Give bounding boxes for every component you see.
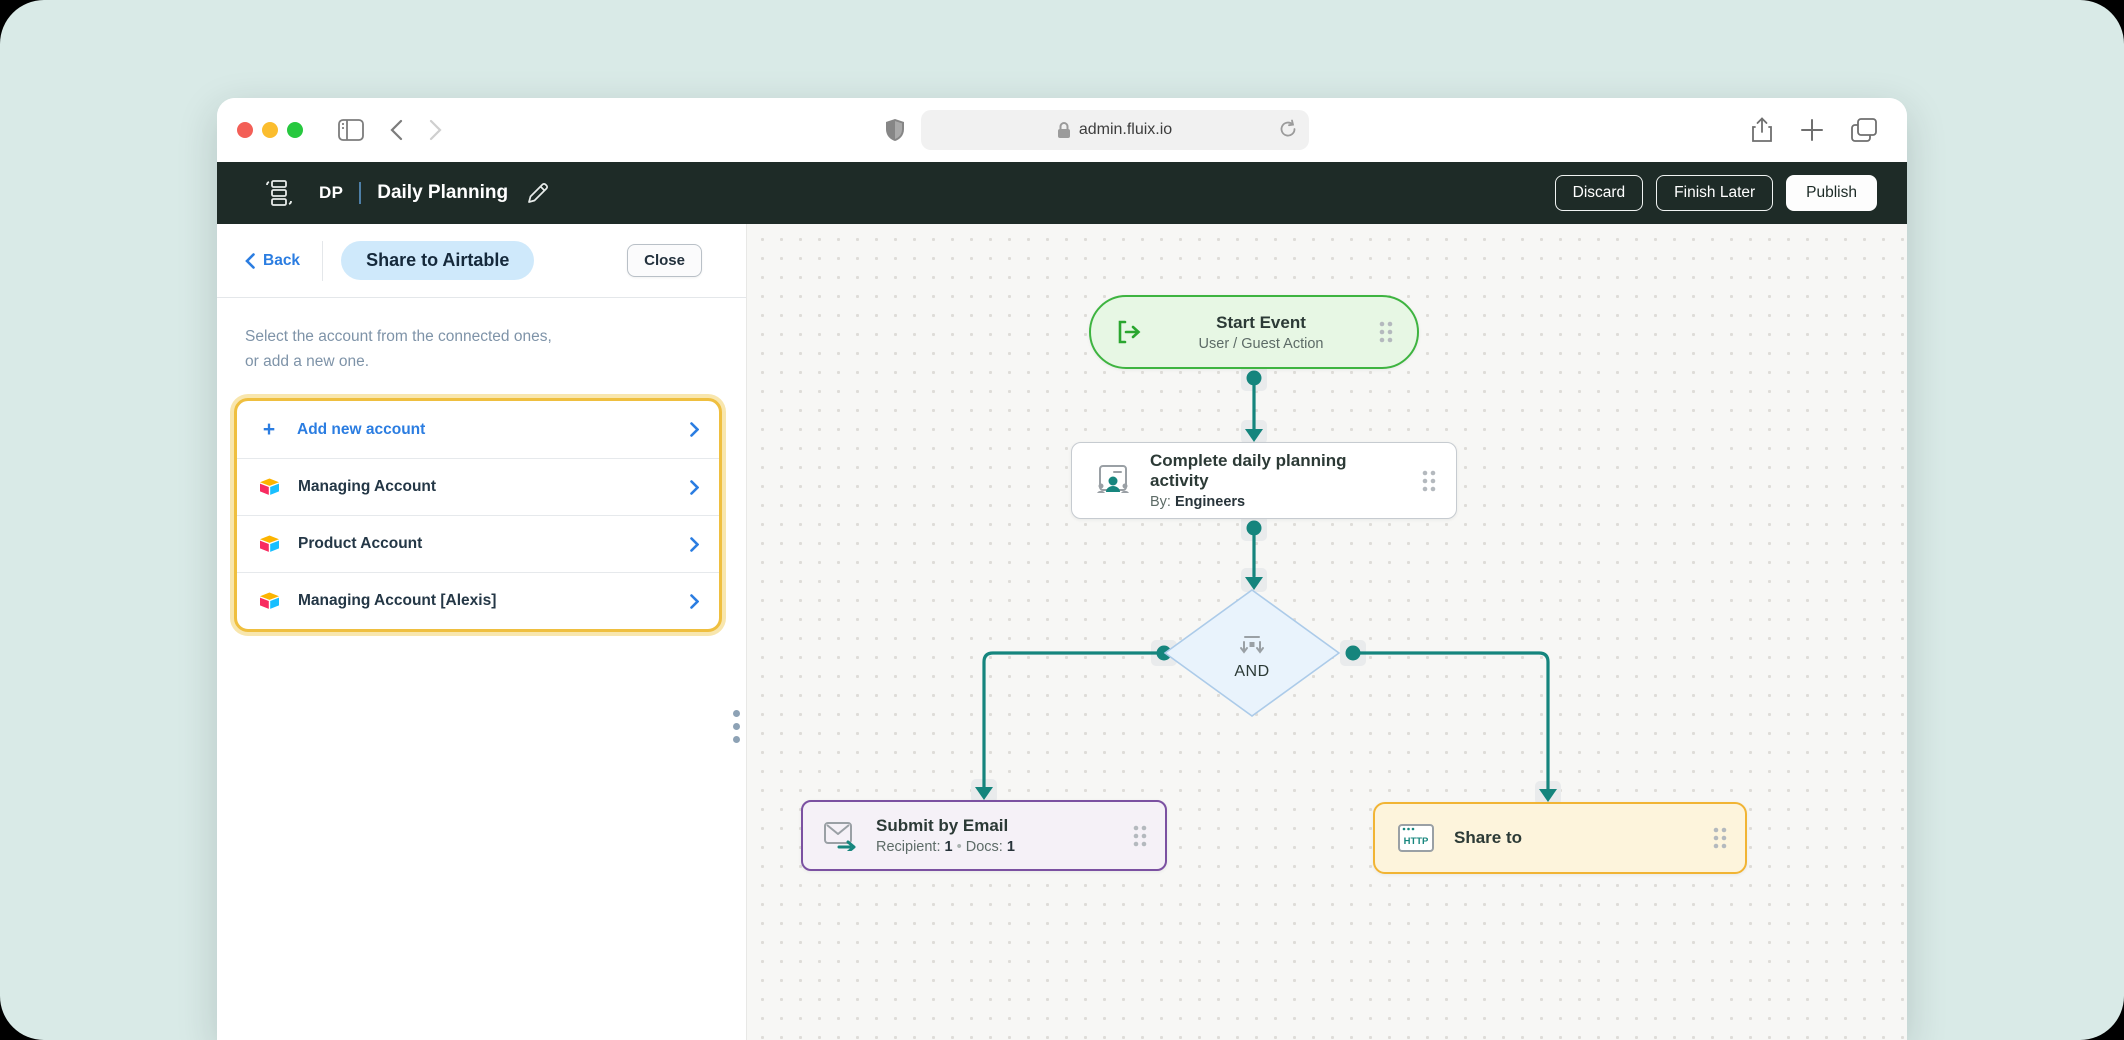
reload-icon[interactable] [1279,119,1297,144]
workflow-canvas[interactable]: Start Event User / Guest Action [747,224,1907,1040]
share-panel: Back Share to Airtable Close Select the … [217,224,747,1040]
assignee-form-icon [1094,464,1132,498]
header-divider [359,182,362,204]
panel-title: Share to Airtable [341,241,535,280]
node-subtitle: User / Guest Action [1198,335,1324,352]
chevron-right-icon [690,479,699,495]
node-title: Complete daily planning activity [1150,451,1347,490]
sidebar-toggle-icon[interactable] [338,119,364,141]
panel-resize-handle[interactable] [733,710,740,743]
drag-handle-icon[interactable] [1713,827,1727,849]
drag-handle-icon[interactable] [1422,470,1436,492]
account-row[interactable]: Managing Account [237,458,719,515]
traffic-light-zoom[interactable] [287,122,303,138]
panel-description: Select the account from the connected on… [245,324,718,374]
description-line-2: or add a new one. [245,353,370,370]
add-new-account-row[interactable]: + Add new account [237,401,719,458]
workflow-initials: DP [319,183,344,202]
browser-window: admin.fluix.io [217,98,1907,1040]
node-subtitle: By: Engineers [1150,494,1246,510]
discard-button[interactable]: Discard [1554,175,1644,211]
url-bar-area: admin.fluix.io [442,110,1751,150]
node-start-event[interactable]: Start Event User / Guest Action [1089,295,1419,369]
node-title: Start Event [1216,312,1306,332]
description-line-1: Select the account from the connected on… [245,328,552,345]
recipient-count: 1 [944,839,953,855]
docs-count: 1 [1006,839,1015,855]
toolbar-right-icons [1751,117,1877,143]
account-label: Add new account [297,420,426,438]
account-row[interactable]: Product Account [237,515,719,572]
workflow-title: Daily Planning [377,182,509,203]
lock-icon [1057,121,1071,139]
app-header: DP Daily Planning Discard Finish Later P… [217,162,1907,224]
account-label: Managing Account [298,478,437,495]
share-icon[interactable] [1751,117,1773,143]
workflow-icon [265,178,293,208]
node-share-to[interactable]: HTTP Share to [1373,802,1747,874]
forward-icon[interactable] [429,119,442,141]
http-icon: HTTP [1397,823,1435,853]
browser-toolbar: admin.fluix.io [217,98,1907,162]
privacy-shield-icon[interactable] [885,118,905,142]
traffic-light-close[interactable] [237,122,253,138]
node-title: Share to [1454,828,1523,847]
svg-text:HTTP: HTTP [1404,836,1429,847]
chevron-right-icon [690,536,699,552]
url-text: admin.fluix.io [1078,121,1173,138]
node-submit-by-email[interactable]: Submit by Email Recipient: 1 • Docs: 1 [801,800,1167,871]
node-activity[interactable]: Complete daily planning activity By: Eng… [1071,442,1457,519]
account-label: Managing Account [Alexis] [298,592,497,609]
panel-header: Back Share to Airtable Close [217,224,746,298]
gateway-label: AND [1234,662,1270,680]
start-event-icon [1117,319,1143,345]
account-row[interactable]: Managing Account [Alexis] [237,572,719,629]
back-label: Back [263,251,301,269]
airtable-logo-icon [259,592,280,610]
traffic-light-minimize[interactable] [262,122,278,138]
close-button[interactable]: Close [627,244,702,277]
edit-title-icon[interactable] [526,181,550,205]
chevron-left-icon [245,252,255,269]
back-icon[interactable] [390,119,403,141]
account-label: Product Account [298,535,423,552]
node-and-gateway[interactable]: AND [1164,589,1340,717]
gateway-branch-icon [1238,634,1266,658]
publish-button[interactable]: Publish [1786,175,1877,211]
account-list: + Add new account Managing Account [234,398,722,632]
drag-handle-icon[interactable] [1133,825,1147,847]
workflow-connectors [971,365,1561,805]
header-vertical-divider [322,240,324,281]
assignee-value: Engineers [1174,494,1246,510]
drag-handle-icon[interactable] [1379,321,1393,343]
plus-icon: + [262,417,276,441]
email-send-icon [823,821,859,851]
chevron-right-icon [690,593,699,609]
node-title: Submit by Email [876,816,1009,835]
gateway-diamond-shape [1164,589,1340,717]
airtable-logo-icon [259,535,280,553]
airtable-logo-icon [259,478,280,496]
back-button[interactable]: Back [245,252,300,270]
chevron-right-icon [690,422,699,437]
finish-later-button[interactable]: Finish Later [1656,175,1774,211]
tab-overview-icon[interactable] [1851,118,1877,142]
address-bar[interactable]: admin.fluix.io [920,110,1309,150]
node-subtitle: Recipient: 1 • Docs: 1 [876,839,1015,855]
new-tab-icon[interactable] [1801,119,1823,141]
